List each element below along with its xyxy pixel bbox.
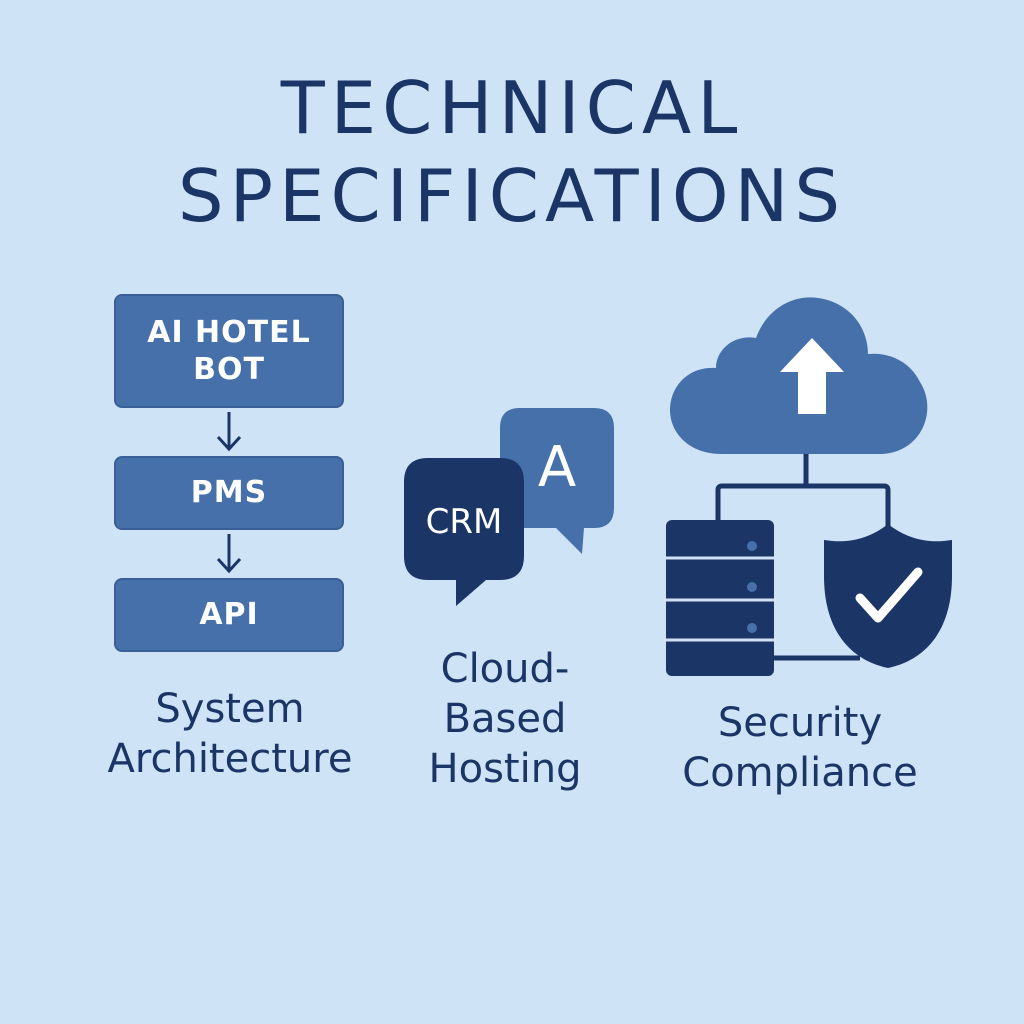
architecture-box-pms: PMS	[114, 456, 344, 530]
architecture-caption-line-2: Architecture	[107, 736, 353, 782]
hosting-caption-line-2: Based	[443, 696, 567, 742]
architecture-caption-line-1: System	[155, 686, 305, 732]
hosting-caption-line-3: Hosting	[428, 746, 582, 792]
chat-bubble-front: CRM	[404, 458, 524, 606]
shield-check-icon	[824, 524, 952, 668]
architecture-box-bot: AI HOTEL BOT	[114, 294, 344, 408]
network-connector	[715, 450, 891, 661]
arrow-down-icon	[216, 412, 242, 452]
hosting-caption-line-1: Cloud-	[440, 646, 570, 692]
security-caption-line-2: Compliance	[682, 750, 918, 796]
chat-bubble-front-label: CRM	[426, 502, 503, 542]
architecture-box-api: API	[114, 578, 344, 652]
cloud-upload-icon	[670, 297, 928, 454]
server-icon	[666, 520, 774, 676]
security-caption-line-1: Security	[717, 700, 883, 746]
page-title-line-1: TECHNICAL	[280, 66, 744, 150]
chat-bubble-back-label: A	[538, 435, 576, 500]
hosting-caption: Cloud- Based Hosting	[400, 644, 610, 794]
chat-bubble-back: A	[500, 408, 614, 554]
security-caption: Security Compliance	[650, 698, 950, 798]
arrow-down-icon	[216, 534, 242, 574]
page-title-line-2: SPECIFICATIONS	[177, 154, 847, 238]
architecture-caption: System Architecture	[80, 684, 380, 784]
